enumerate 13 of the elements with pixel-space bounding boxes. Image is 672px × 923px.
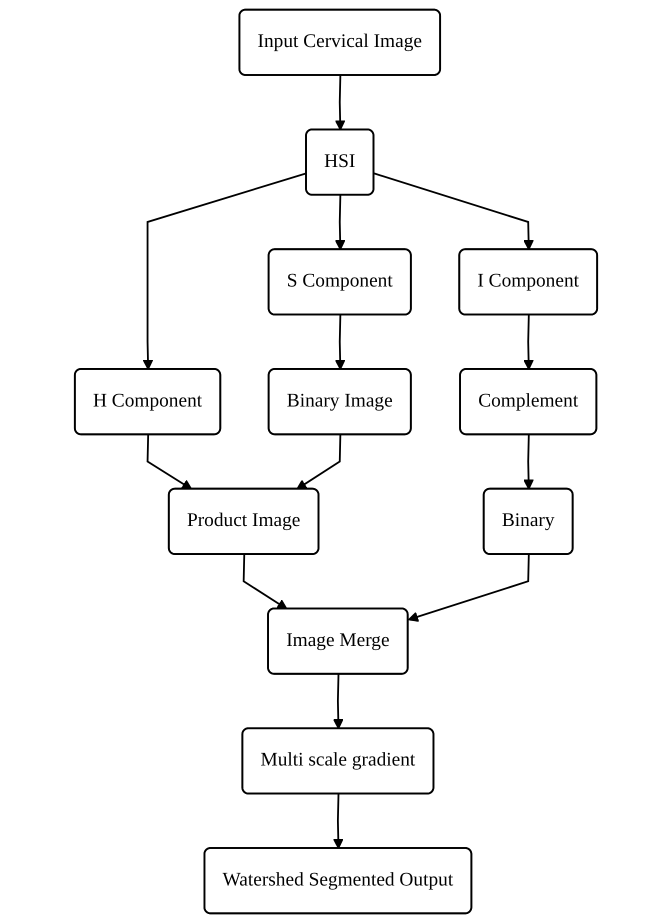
arrow [408,554,530,622]
arrow [374,172,534,250]
arrow [332,674,344,730]
arrow [334,195,346,250]
arrow [332,794,344,850]
arrow [242,554,288,610]
arrow [334,315,346,370]
arrow [296,434,342,490]
arrow [142,172,307,370]
arrow [523,434,534,490]
arrow [146,434,192,490]
arrow [523,315,534,370]
arrow [334,76,346,131]
